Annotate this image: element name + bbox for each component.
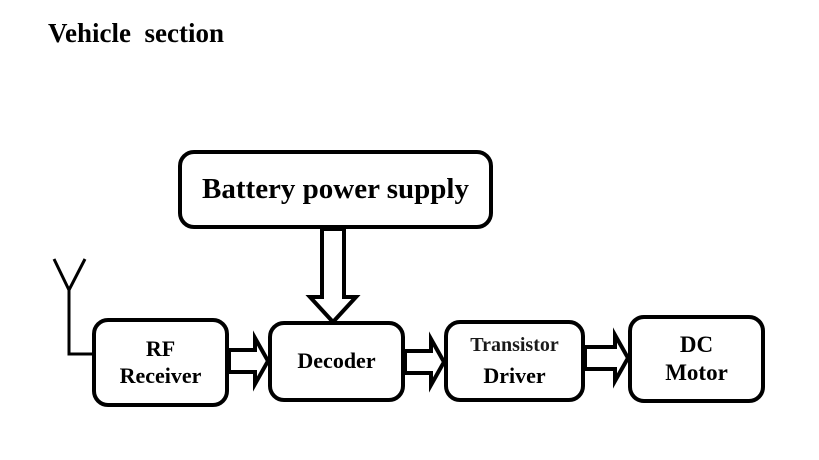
antenna-icon <box>52 258 93 356</box>
dc-motor-block: DC Motor <box>628 315 765 403</box>
diagram-title: Vehicle section <box>48 18 224 48</box>
decoder-block: Decoder <box>268 321 405 402</box>
arrow-driver-to-motor <box>583 327 631 389</box>
rf-receiver-block: RF Receiver <box>92 318 229 407</box>
block-label: Decoder <box>297 348 376 374</box>
block-label: Receiver <box>119 362 202 388</box>
block-label: Driver <box>483 362 546 388</box>
arrow-battery-to-decoder <box>305 227 361 325</box>
arrow-decoder-to-driver <box>403 331 447 393</box>
block-label: RF <box>145 336 176 362</box>
transistor-driver-block: Transistor Driver <box>444 320 585 402</box>
block-label: Battery power supply <box>202 173 469 206</box>
block-label: Motor <box>665 360 728 385</box>
block-label: Transistor <box>470 333 559 356</box>
battery-power-supply-block: Battery power supply <box>178 150 493 229</box>
block-label: DC <box>679 332 714 358</box>
arrow-rf-to-decoder <box>227 330 271 392</box>
